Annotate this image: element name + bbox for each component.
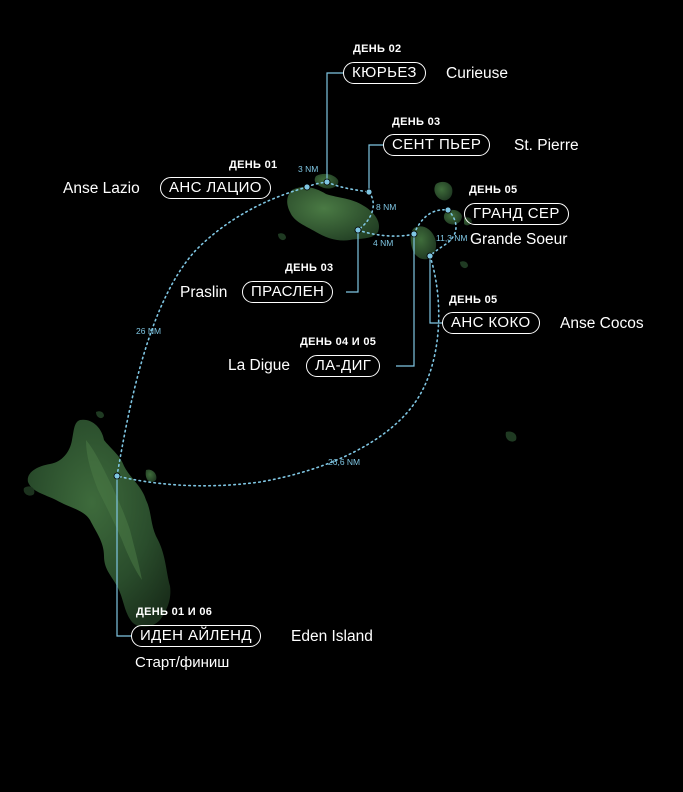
day-label-anse-cocos: ДЕНЬ 05 [449, 294, 498, 306]
stop-name-en-la-digue: La Digue [228, 357, 291, 374]
marker-la-digue [410, 230, 418, 238]
stop-name-en-anse-cocos: Anse Cocos [560, 315, 644, 332]
day-label-st-pierre: ДЕНЬ 03 [392, 116, 441, 128]
mahe-ridge [86, 440, 142, 580]
leader-eden [116, 476, 131, 637]
day-label-curieuse: ДЕНЬ 02 [353, 43, 402, 55]
stop-pill-grande-soeur[interactable]: ГРАНД СЕР [464, 203, 569, 225]
leader-anse-cocos [429, 256, 442, 324]
leader-curieuse [326, 72, 343, 182]
sainte-anne-islet [145, 469, 157, 482]
east-islet [505, 431, 517, 442]
distance-praslin-ladigue: 4 NM [373, 238, 393, 248]
stop-name-en-praslin: Praslin [180, 284, 228, 301]
marianne-islet [460, 261, 468, 269]
cousin-islet [278, 233, 286, 241]
route-stpierre-praslin [357, 191, 374, 231]
stop-pill-anse-cocos[interactable]: АНС КОКО [442, 312, 540, 334]
start-finish-note: Старт/финиш [135, 654, 230, 671]
leader-ladigue [396, 234, 415, 367]
route-ladigue-felicite [413, 209, 449, 235]
marker-eden-island [113, 472, 121, 480]
stop-pill-la-digue[interactable]: ЛА-ДИГ [306, 355, 381, 377]
stop-name-en-st-pierre: St. Pierre [514, 137, 579, 154]
route-eden-lazio [116, 186, 308, 477]
route-ladigue-eden [116, 255, 440, 487]
marker-st-pierre [365, 188, 373, 196]
felicite-island [434, 181, 453, 201]
stop-pill-curieuse[interactable]: КЮРЬЕЗ [343, 62, 426, 84]
stop-pill-praslin[interactable]: ПРАСЛЕН [242, 281, 334, 303]
day-label-grande-soeur: ДЕНЬ 05 [469, 184, 518, 196]
marker-grande-soeur [444, 206, 452, 214]
distance-curieuse-stpierre: 8 NM [376, 202, 396, 212]
north-islet [96, 411, 104, 419]
stop-pill-anse-lazio[interactable]: АНС ЛАЦИО [160, 177, 271, 199]
stop-name-en-grande-soeur: Grande Soeur [470, 231, 568, 248]
leader-praslin [346, 230, 359, 293]
distance-ladigue-grandesoeur: 11,3 NM [436, 233, 468, 243]
marker-curieuse [323, 178, 331, 186]
distance-eden-lazio: 26 NM [136, 326, 161, 336]
marker-anse-cocos [426, 252, 434, 260]
stop-pill-st-pierre[interactable]: СЕНТ ПЬЕР [383, 134, 491, 156]
distance-eden-ladigue: 26,6 NM [328, 457, 360, 467]
day-label-eden-island: ДЕНЬ 01 И 06 [136, 606, 213, 618]
stop-name-en-curieuse: Curieuse [446, 65, 509, 82]
mahe-island [27, 419, 171, 628]
day-label-anse-lazio: ДЕНЬ 01 [229, 159, 278, 171]
leader-stpierre [368, 144, 383, 192]
stop-name-en-eden-island: Eden Island [291, 628, 373, 645]
route-praslin-ladigue [357, 229, 415, 237]
day-label-la-digue: ДЕНЬ 04 И 05 [300, 336, 377, 348]
stop-name-en-anse-lazio: Anse Lazio [63, 180, 140, 197]
praslin-island [287, 187, 380, 241]
marker-anse-lazio [303, 183, 311, 191]
day-label-praslin: ДЕНЬ 03 [285, 262, 334, 274]
marker-praslin [354, 226, 362, 234]
distance-lazio-curieuse: 3 NM [298, 164, 318, 174]
silhouette-islet [23, 486, 35, 496]
route-felicite-grandesoeur [429, 209, 457, 257]
stop-pill-eden-island[interactable]: ИДЕН АЙЛЕНД [131, 625, 261, 647]
grande-soeur-island [443, 209, 462, 225]
